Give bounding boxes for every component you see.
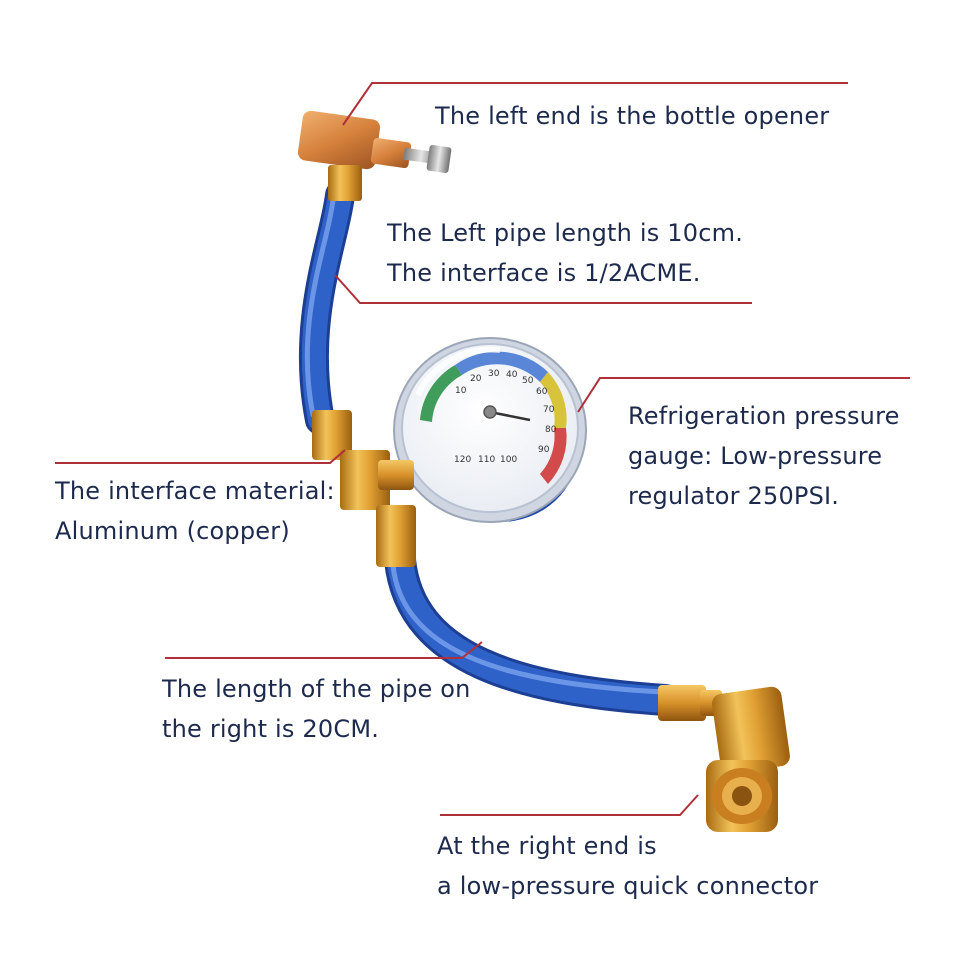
callout-interface-material: The interface material: Aluminum (copper… — [55, 471, 335, 551]
callout-line: The left end is the bottle opener — [435, 102, 830, 130]
leader-lines — [55, 82, 910, 816]
quick-connector — [658, 685, 790, 832]
callout-gauge: Refrigeration pressure gauge: Low-pressu… — [628, 396, 900, 516]
leader-line-right-end — [440, 794, 699, 816]
callout-right-pipe: The length of the pipe on the right is 2… — [162, 669, 471, 749]
callout-line: Refrigeration pressure — [628, 402, 900, 430]
leader-line-interface-material — [55, 449, 346, 464]
gauge-scale-70: 70 — [543, 405, 555, 415]
leader-line-left-pipe — [334, 274, 752, 304]
bottle-opener-valve — [297, 110, 452, 201]
gauge-needle — [489, 410, 531, 422]
leader-line-gauge — [577, 377, 910, 413]
callout-line: gauge: Low-pressure — [628, 442, 883, 470]
callout-line: a low-pressure quick connector — [437, 872, 819, 900]
callout-line: At the right end is — [437, 832, 657, 860]
gauge-yellow-band — [540, 372, 567, 428]
gauge-scale-90: 90 — [538, 445, 550, 455]
callout-line: the right is 20CM. — [162, 715, 380, 743]
callout-line: Aluminum (copper) — [55, 517, 290, 545]
gauge-scale-20: 20 — [470, 374, 482, 384]
gauge-scale-100: 100 — [500, 455, 517, 465]
gauge-scale-60: 60 — [536, 387, 548, 397]
callout-bottle-opener: The left end is the bottle opener — [435, 96, 829, 136]
leader-line-bottle-opener — [342, 82, 848, 126]
right-hose — [384, 544, 681, 716]
gauge-red-band — [540, 428, 567, 484]
callout-line: The length of the pipe on — [162, 675, 471, 703]
gauge-scale-10: 10 — [455, 386, 467, 396]
callout-left-pipe: The Left pipe length is 10cm. The interf… — [387, 213, 743, 293]
callout-line: regulator 250PSI. — [628, 482, 840, 510]
gauge-hub — [483, 405, 497, 419]
callout-line: The interface material: — [55, 477, 335, 505]
pressure-gauge: 10 20 30 40 50 60 70 80 90 100 110 120 — [393, 337, 587, 523]
gauge-green-band — [420, 365, 462, 422]
left-hose — [298, 180, 355, 435]
gauge-scale-30: 30 — [488, 369, 500, 379]
gauge-scale-110: 110 — [478, 455, 495, 465]
gauge-scale-120: 120 — [454, 455, 471, 465]
callout-line: The Left pipe length is 10cm. — [387, 219, 744, 247]
gauge-scale-40: 40 — [506, 370, 518, 380]
tee-fitting — [312, 410, 416, 567]
callout-right-end: At the right end is a low-pressure quick… — [437, 826, 818, 906]
gauge-blue-band — [455, 351, 548, 382]
callout-line: The interface is 1/2ACME. — [387, 259, 701, 287]
leader-line-right-pipe — [165, 641, 483, 659]
gauge-scale-80: 80 — [545, 425, 557, 435]
gauge-scale-50: 50 — [522, 376, 534, 386]
